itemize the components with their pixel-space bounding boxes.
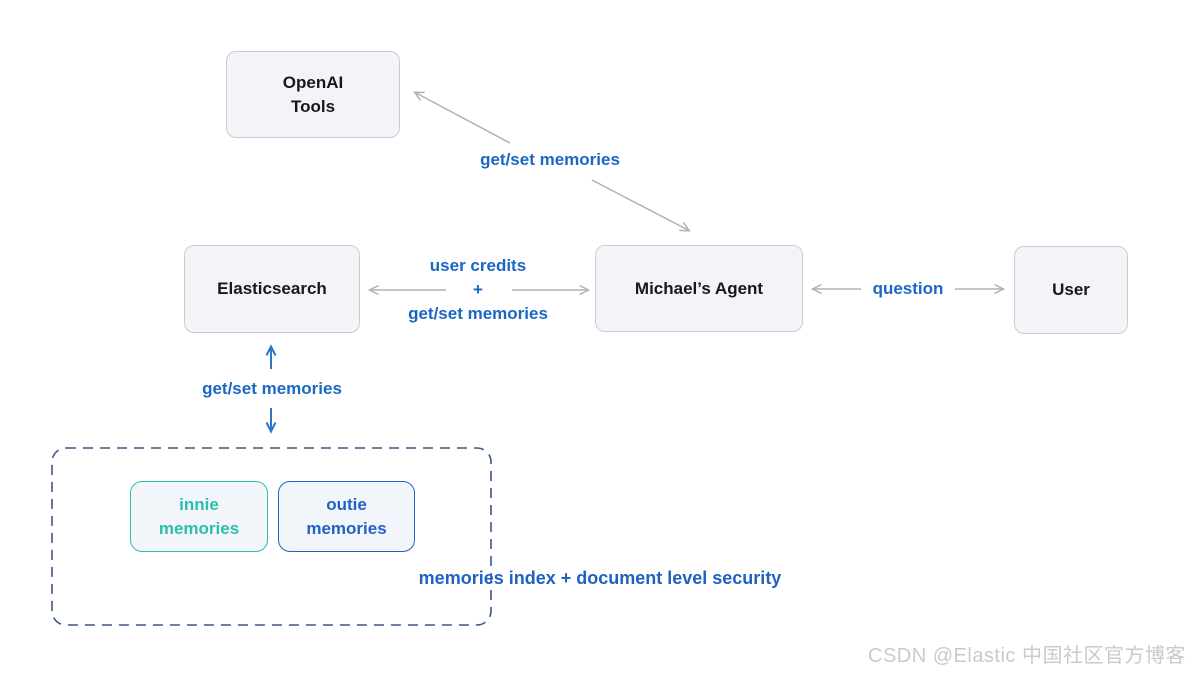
edge-label-elasticsearch-agent: user credits + get/set memories [408, 256, 548, 323]
node-openai-tools: OpenAI Tools [226, 51, 400, 138]
edge-label-agent-openai: get/set memories [480, 150, 620, 169]
watermark: CSDN @Elastic 中国社区官方博客 [868, 645, 1186, 667]
node-michaels-agent: Michael’s Agent [595, 245, 803, 332]
node-user: User [1014, 246, 1128, 334]
node-innie-memories: innie memories [130, 481, 268, 552]
node-outie-memories: outie memories [278, 481, 415, 552]
edge-label-elasticsearch-memories: get/set memories [202, 379, 342, 398]
edge-label-agent-user: question [872, 279, 944, 298]
memories-group-caption: memories index + document level security [418, 568, 782, 588]
memories-group: innie memories outie memories [51, 447, 492, 626]
node-elasticsearch: Elasticsearch [184, 245, 360, 333]
